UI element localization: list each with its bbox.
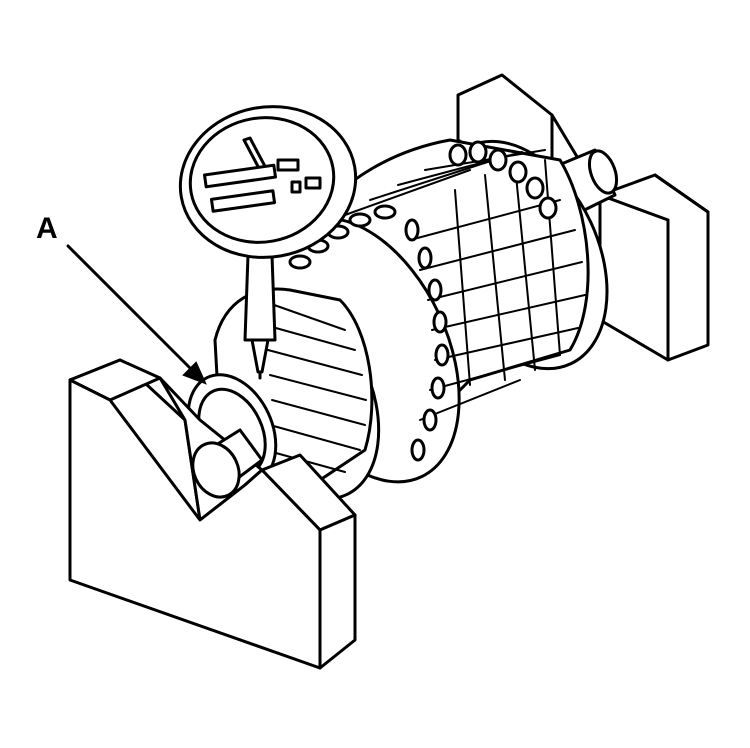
dial-indicator (178, 105, 358, 380)
callout-a: A (36, 212, 207, 385)
winding-ends-rear (448, 140, 558, 220)
front-shaft (191, 428, 264, 499)
callout-a-label: A (36, 212, 58, 245)
callout-a-arrowhead (182, 361, 207, 385)
v-block-front (68, 358, 357, 670)
winding-ends (288, 204, 450, 462)
lamination-slots (344, 149, 586, 421)
